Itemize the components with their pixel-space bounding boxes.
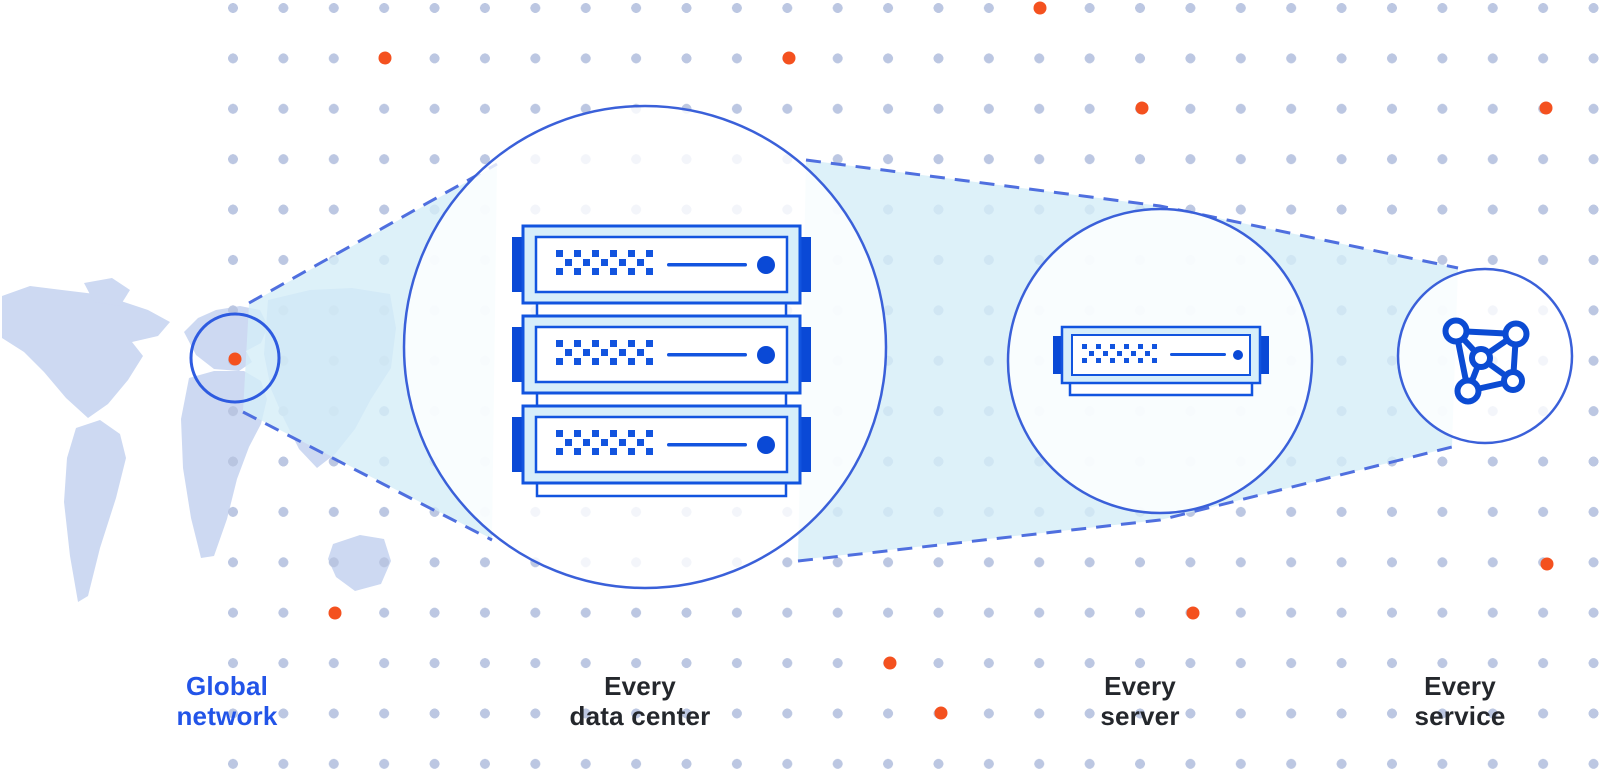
continent-south-america [64,420,126,602]
rack-connectors [535,301,788,498]
server-unit-icon [510,224,813,305]
stage-label-every-server: Every server [1100,671,1180,731]
map-location-dot [228,352,242,366]
server-unit-icon [510,404,813,485]
server-rack-stack-icon [510,224,813,498]
accent-dot [1186,606,1200,620]
accent-dot [378,51,392,65]
stage-label-global-network: Global network [176,671,278,731]
accent-dot [1540,557,1554,571]
zoom-dashed-lines [242,158,1459,563]
continent-greenland [84,278,130,306]
zoom-dashed-line [805,158,1459,270]
mesh-nodes [1442,317,1530,405]
server-icon [1053,325,1269,397]
continent-north-america [2,286,170,418]
accent-dot [883,656,897,670]
accent-dot [328,606,342,620]
accent-dot [1033,1,1047,15]
zoom-dashed-line [248,162,498,305]
stage-label-every-data-center: Every data center [569,671,711,731]
zoom-dashed-line [797,445,1453,563]
stage-label-every-service: Every service [1414,671,1506,731]
accent-dots [228,1,1554,720]
accent-dot [934,706,948,720]
magnifier-circle-global [189,312,281,404]
accent-dot [782,51,796,65]
network-mesh-icon [1442,317,1530,405]
server-unit-icon [510,314,813,395]
vent-pattern [1082,344,1157,363]
accent-dot [1539,101,1553,115]
accent-dot [1135,101,1149,115]
zoom-dashed-line [242,410,493,542]
